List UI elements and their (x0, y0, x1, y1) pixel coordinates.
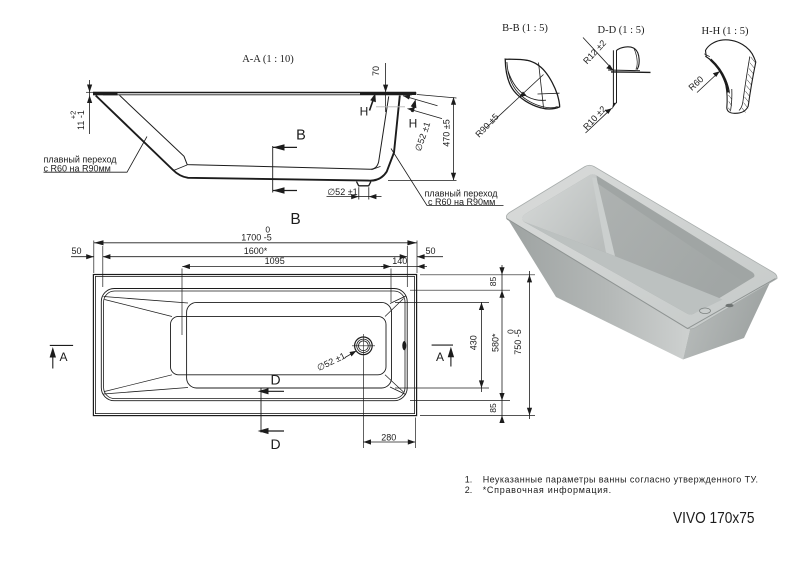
svg-text:Неуказанные параметры ванны со: Неуказанные параметры ванны согласно утв… (483, 475, 759, 485)
svg-text:плавный переход: плавный переход (44, 155, 118, 165)
svg-text:H: H (360, 105, 369, 119)
svg-text:1.: 1. (465, 475, 473, 485)
svg-text:с R60 на R90мм: с R60 на R90мм (428, 197, 495, 207)
svg-text:VIVO 170x75: VIVO 170x75 (673, 510, 755, 527)
svg-text:750 -5: 750 -5 (513, 329, 523, 355)
svg-text:H-H (1 : 5): H-H (1 : 5) (702, 26, 749, 37)
svg-text:2.: 2. (465, 485, 473, 495)
svg-text:1095: 1095 (265, 256, 285, 266)
svg-text:50: 50 (71, 246, 81, 256)
svg-text:A-A (1 : 10): A-A (1 : 10) (242, 54, 294, 65)
svg-text:B-B (1 : 5): B-B (1 : 5) (502, 23, 548, 34)
svg-text:плавный переход: плавный переход (425, 189, 499, 199)
svg-text:D: D (270, 372, 280, 388)
svg-text:70: 70 (371, 66, 381, 76)
svg-text:85: 85 (488, 277, 498, 287)
svg-text:11 -1: 11 -1 (76, 110, 86, 130)
svg-text:430: 430 (468, 335, 478, 350)
svg-text:1700 -5: 1700 -5 (241, 232, 272, 242)
svg-text:280: 280 (381, 432, 396, 442)
svg-text:85: 85 (488, 403, 498, 413)
svg-text:H: H (409, 117, 418, 131)
svg-text:0: 0 (506, 329, 516, 334)
svg-text:50: 50 (425, 246, 435, 256)
svg-text:*Справочная информация.: *Справочная информация. (483, 485, 612, 495)
svg-text:B: B (296, 128, 306, 144)
svg-text:D-D (1 : 5): D-D (1 : 5) (598, 25, 645, 36)
svg-text:D: D (270, 436, 280, 452)
svg-text:+2: +2 (69, 111, 78, 120)
svg-text:1600*: 1600* (244, 246, 268, 256)
svg-text:∅52 ±1: ∅52 ±1 (327, 187, 357, 197)
svg-text:B: B (290, 211, 300, 228)
svg-text:470 ±5: 470 ±5 (441, 119, 451, 146)
svg-text:A: A (59, 350, 67, 364)
svg-text:580*: 580* (491, 333, 501, 352)
svg-text:0: 0 (265, 225, 270, 235)
svg-text:140: 140 (392, 256, 407, 266)
svg-text:с R60 на R90мм: с R60 на R90мм (44, 163, 111, 173)
svg-text:A: A (436, 350, 444, 364)
